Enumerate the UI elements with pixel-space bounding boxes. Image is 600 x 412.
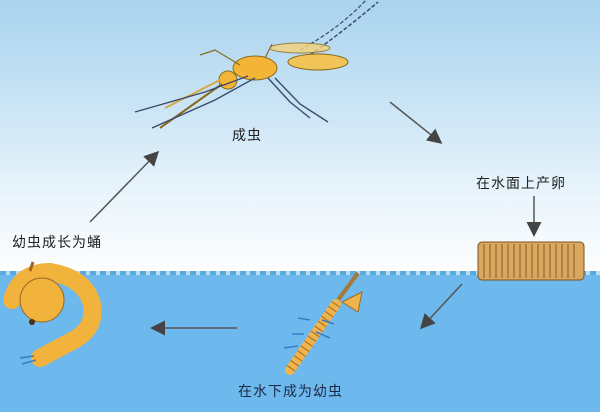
arrow-pupa-to-adult	[89, 150, 160, 223]
label-pupa: 幼虫成长为蛹	[12, 235, 102, 251]
pupa-icon	[3, 261, 102, 367]
adult-mosquito-icon	[134, 0, 379, 129]
water-surface-line	[0, 271, 600, 275]
label-adult: 成虫	[232, 128, 262, 144]
label-larva: 在水下成为幼虫	[238, 384, 343, 400]
label-eggs: 在水面上产卵	[476, 176, 566, 192]
larva-icon	[283, 271, 363, 375]
egg-raft-icon	[477, 241, 585, 281]
arrow-eggs-to-larva	[419, 283, 463, 330]
arrow-adult-to-eggs	[389, 101, 443, 144]
water-region	[0, 273, 600, 412]
